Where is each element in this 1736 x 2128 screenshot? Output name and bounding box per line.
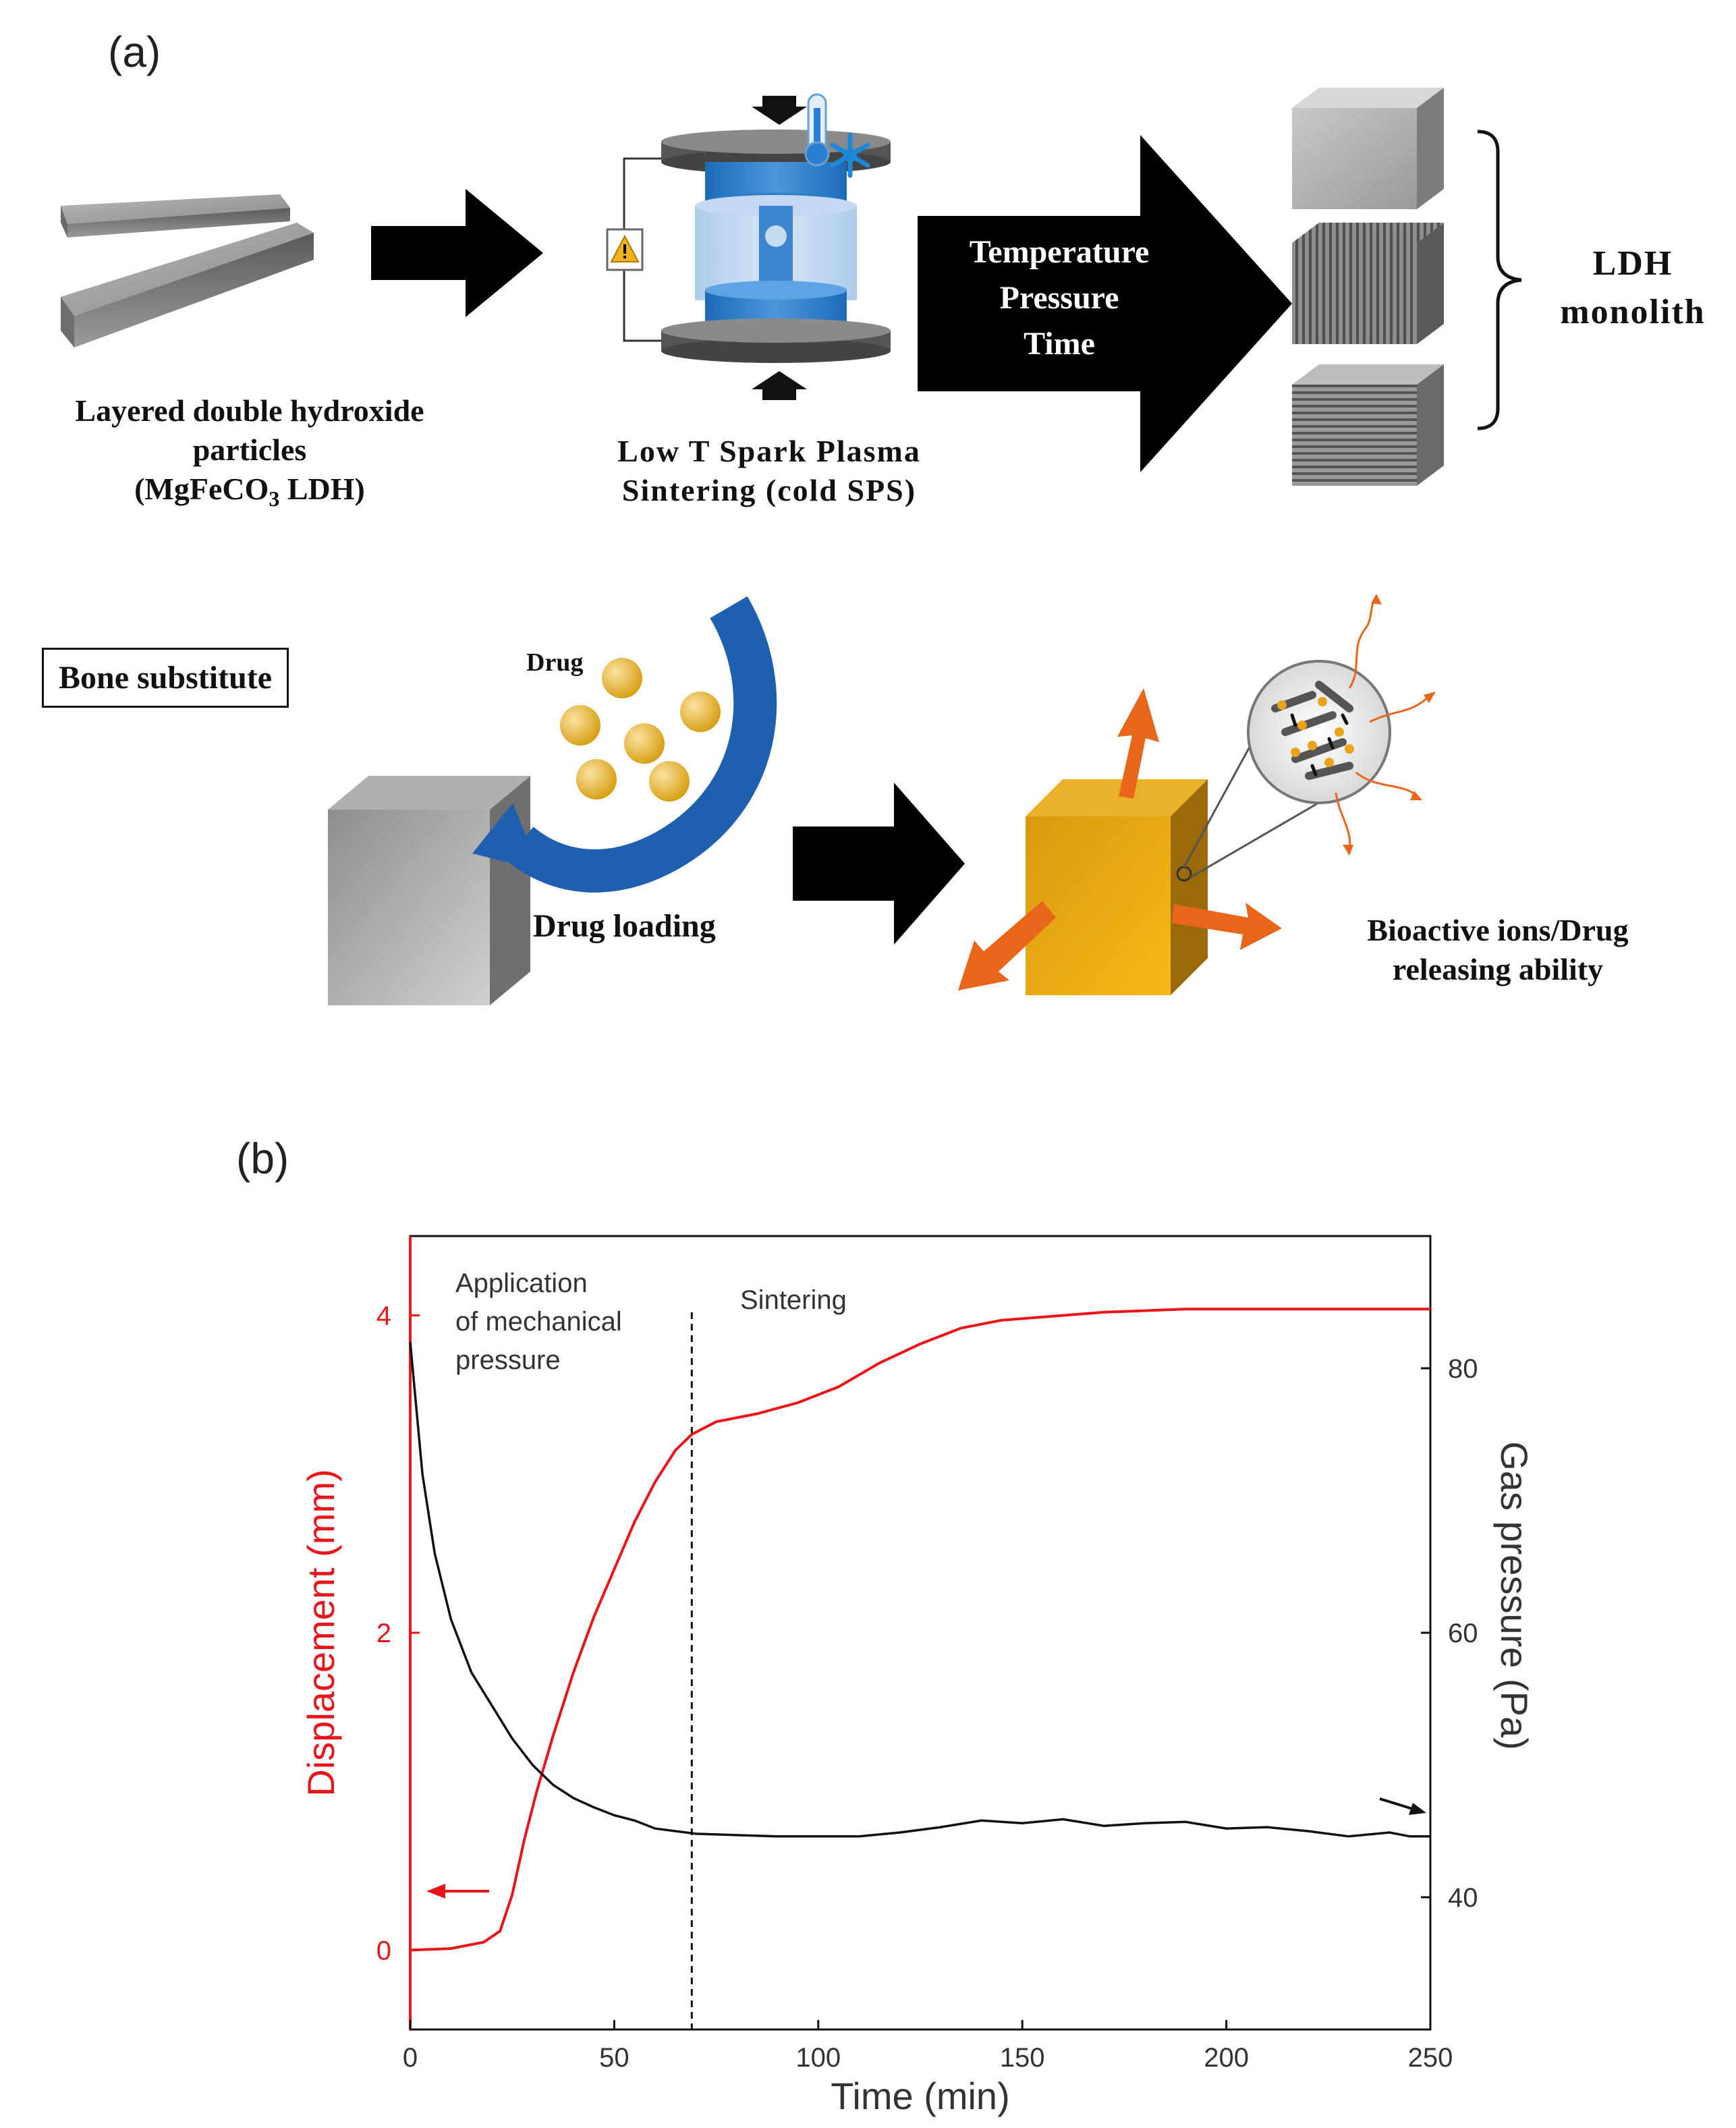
drug-loading-label: Drug loading [533,908,716,944]
x-tick-label: 100 [795,2043,841,2073]
ldh-monolith-cubes [1292,88,1444,486]
particles-caption: Layered double hydroxide particles (MgFe… [13,391,486,518]
bone-substitute-label: Bone substitute [42,648,289,708]
parameter-time: Time [1024,326,1095,362]
monolith-bracket [1477,130,1522,430]
y2-tick-label: 80 [1448,1354,1478,1384]
process-arrow-3 [793,783,965,945]
annotation-application-line1: Application [455,1268,588,1298]
x-tick-label: 50 [599,2043,629,2073]
panel-a-label: (a) [108,28,161,76]
x-tick-label: 200 [1204,2043,1249,2073]
monolith-caption-line1: LDH [1592,244,1673,283]
plot-frame [409,1235,1432,2031]
y-tick-label: 2 [376,1619,391,1648]
sps-caption-line2: Sintering (cold SPS) [621,473,917,507]
release-caption: Bioactive ions/Drug releasing ability [1275,911,1720,989]
process-parameters: Temperature Pressure Time [924,229,1194,367]
y2-tick-label: 60 [1448,1619,1478,1648]
annotation-application-line3: pressure [455,1345,561,1375]
parameter-pressure: Pressure [999,280,1119,316]
spark-plasma-sintering-apparatus [606,93,891,400]
y-axis-title: Displacement (mm) [300,1469,342,1796]
y-tick-label: 4 [376,1301,391,1331]
pressure-axis-indicator-arrow [1379,1797,1426,1815]
x-tick-label: 250 [1408,2043,1453,2073]
process-arrow-1 [371,189,543,317]
drug-release-illustration [958,594,1436,995]
subscript-3: 3 [269,486,280,511]
annotation-application-line2: of mechanical [455,1307,622,1337]
displacement-axis-indicator-arrow [426,1884,489,1899]
particles-caption-line2: particles [192,432,307,467]
displacement-series-line [410,1308,1430,1952]
panel-b-label: (b) [236,1134,289,1183]
release-caption-line2: releasing ability [1392,952,1604,986]
y-tick-label: 0 [376,1936,391,1965]
gas-pressure-series-line [409,1341,1430,1838]
release-caption-line1: Bioactive ions/Drug [1367,913,1629,947]
particles-caption-line1: Layered double hydroxide [75,393,424,428]
drug-label: Drug [526,648,584,677]
monolith-caption-line2: monolith [1560,293,1706,331]
particles-caption-line3: (MgFeCO3 LDH) [134,472,365,511]
y2-tick-label: 40 [1448,1883,1478,1913]
x-tick-label: 0 [403,2043,418,2073]
x-tick-label: 150 [1000,2043,1045,2073]
sps-caption: Low T Spark Plasma Sintering (cold SPS) [526,432,1012,510]
parameter-temperature: Temperature [969,234,1150,270]
drug-loading-illustration [328,596,777,1005]
x-axis-title: Time (min) [831,2075,1009,2117]
process-arrow-2 [918,135,1292,472]
ldh-particles-illustration [61,194,314,347]
y2-axis-title: Gas pressure (Pa) [1493,1441,1536,1750]
sps-caption-line1: Low T Spark Plasma [617,434,921,468]
annotation-sintering: Sintering [740,1285,847,1315]
monolith-caption: LDH monolith [1532,240,1734,337]
displacement-pressure-chart: 0 50 100 150 200 250 0 2 4 40 60 80 Application o… [300,1235,1536,2117]
